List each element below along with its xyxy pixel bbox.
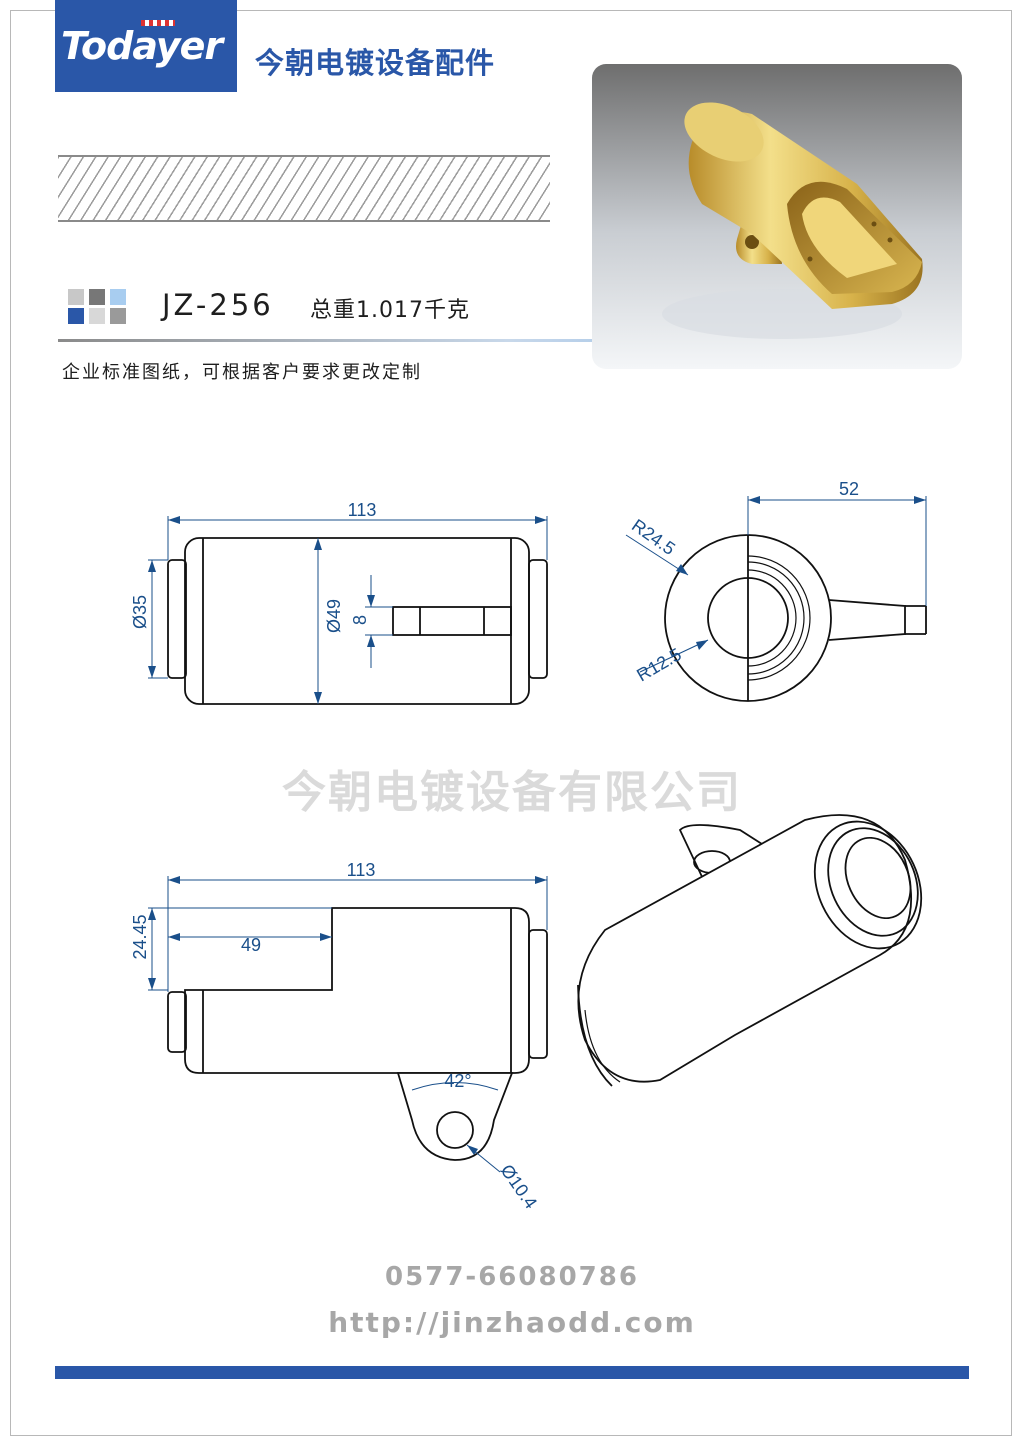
page-frame <box>10 10 1012 1436</box>
dim-front-length: 113 <box>348 500 377 520</box>
dim-lug-angle: 42° <box>444 1071 471 1091</box>
top-view <box>167 907 548 1161</box>
checker-flag-icon <box>141 20 175 26</box>
company-watermark: 今朝电镀设备有限公司 <box>282 767 742 818</box>
product-photo <box>592 64 962 369</box>
dim-slot-width: 8 <box>350 615 370 625</box>
dim-front-diameter-end: Ø35 <box>130 595 150 629</box>
hatch-bottom-border <box>58 220 550 222</box>
dim-side-radius-inner: R12.5 <box>633 644 685 685</box>
dim-front-diameter-body: Ø49 <box>324 599 344 633</box>
dim-bottom-length: 113 <box>347 860 376 880</box>
dim-bottom-step-length: 49 <box>241 935 261 955</box>
company-title: 今朝电镀设备配件 <box>255 46 496 80</box>
brand-logo-text: Todayer <box>61 24 223 68</box>
footer-bar <box>55 1366 969 1379</box>
header-divider <box>58 339 958 342</box>
hatch-top-border <box>58 155 550 157</box>
dim-bottom-step-height: 24.45 <box>130 914 150 959</box>
side-view <box>664 534 927 702</box>
model-number: JZ-256 <box>162 288 274 322</box>
customization-note: 企业标准图纸，可根据客户要求更改定制 <box>62 362 422 383</box>
brand-logo: Todayer <box>55 0 237 92</box>
front-view <box>167 537 548 705</box>
hatch-band <box>58 155 550 221</box>
dim-side-width: 52 <box>839 479 859 499</box>
isometric-view <box>577 814 923 1087</box>
contact-website[interactable]: http://jinzhaodd.com <box>328 1306 696 1339</box>
dim-lug-hole: Ø10.4 <box>497 1161 542 1213</box>
total-weight: 总重1.017千克 <box>310 298 470 323</box>
contact-phone: 0577-66080786 <box>385 1262 639 1292</box>
